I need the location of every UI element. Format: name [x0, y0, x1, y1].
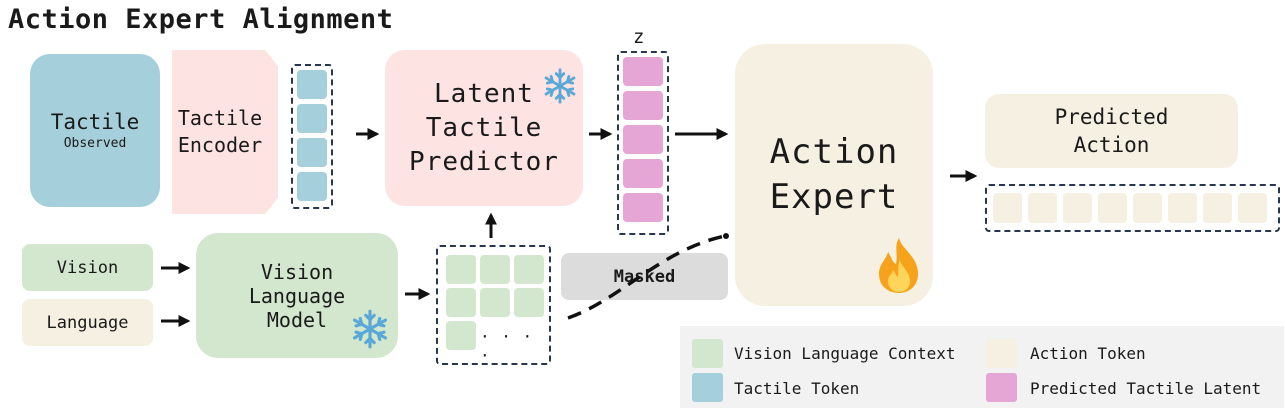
legend-swatch-action-token — [986, 339, 1017, 368]
legend-label: Predicted Tactile Latent — [1030, 379, 1262, 398]
latent-token — [623, 125, 663, 154]
vision-language-model-block: Vision Language Model — [196, 233, 398, 358]
tactile-label: Tactile — [50, 110, 140, 134]
language-input-block: Language — [22, 299, 153, 346]
tactile-observed-block: Tactile Observed — [30, 54, 160, 207]
encoder-label-line2: Encoder — [177, 133, 263, 157]
snowflake-icon — [544, 68, 576, 104]
latent-token-column — [617, 51, 669, 235]
diagram-title: Action Expert Alignment — [8, 4, 394, 35]
vlm-label-line1: Vision — [260, 259, 334, 284]
latent-token — [623, 159, 663, 188]
fire-icon — [879, 238, 918, 293]
vl-context-token — [480, 288, 510, 317]
tactile-sublabel: Observed — [63, 136, 127, 151]
action-token-row — [985, 184, 1280, 232]
latent-token — [623, 57, 663, 86]
vl-context-token — [514, 255, 544, 284]
action-token — [993, 193, 1022, 223]
legend-swatch-predicted-tactile-latent — [986, 373, 1017, 402]
action-token — [1098, 193, 1127, 223]
action-expert-line2: Expert — [769, 177, 899, 217]
predictor-label-line2: Tactile — [425, 113, 543, 143]
encoder-label-line1: Tactile — [177, 106, 263, 130]
masked-label-block: Masked — [561, 253, 728, 300]
legend-label: Vision Language Context — [734, 344, 956, 363]
predicted-action-line1: Predicted — [1054, 105, 1169, 129]
legend: Vision Language Context Action Token Tac… — [680, 326, 1284, 408]
masked-connector-end — [723, 233, 729, 239]
grid-ellipsis: · · · · — [480, 327, 534, 365]
tactile-encoder-block: Tactile Encoder — [172, 50, 278, 214]
predicted-action-block: Predicted Action — [985, 94, 1238, 168]
action-token — [1168, 193, 1197, 223]
vlm-label-line3: Model — [266, 307, 328, 332]
vl-context-token — [480, 255, 510, 284]
action-token — [1203, 193, 1232, 223]
action-token — [1133, 193, 1162, 223]
predictor-label-line3: Predictor — [409, 147, 559, 177]
predicted-action-line2: Action — [1073, 133, 1150, 157]
tactile-token — [297, 104, 327, 133]
latent-token — [623, 193, 663, 222]
snowflake-icon — [352, 309, 388, 349]
z-label: z — [633, 26, 645, 48]
action-token — [1238, 193, 1267, 223]
action-token — [1063, 193, 1092, 223]
predictor-label-line1: Latent — [434, 79, 534, 109]
vlm-label-line2: Language — [248, 283, 346, 308]
vl-context-token — [446, 321, 476, 350]
tactile-token — [297, 70, 327, 99]
vl-context-token — [446, 255, 476, 284]
vl-context-token — [446, 288, 476, 317]
latent-token — [623, 91, 663, 120]
tactile-token — [297, 138, 327, 167]
vision-input-block: Vision — [22, 244, 153, 291]
legend-label: Tactile Token — [734, 379, 860, 398]
vl-context-token — [514, 288, 544, 317]
tactile-token — [297, 172, 327, 201]
action-token — [1028, 193, 1057, 223]
tactile-token-column — [291, 64, 333, 209]
vl-context-token-grid: · · · · — [436, 245, 551, 365]
legend-label: Action Token — [1030, 344, 1146, 363]
legend-swatch-vision-language-context — [692, 339, 723, 368]
legend-swatch-tactile-token — [692, 373, 723, 402]
action-expert-line1: Action — [769, 132, 899, 172]
